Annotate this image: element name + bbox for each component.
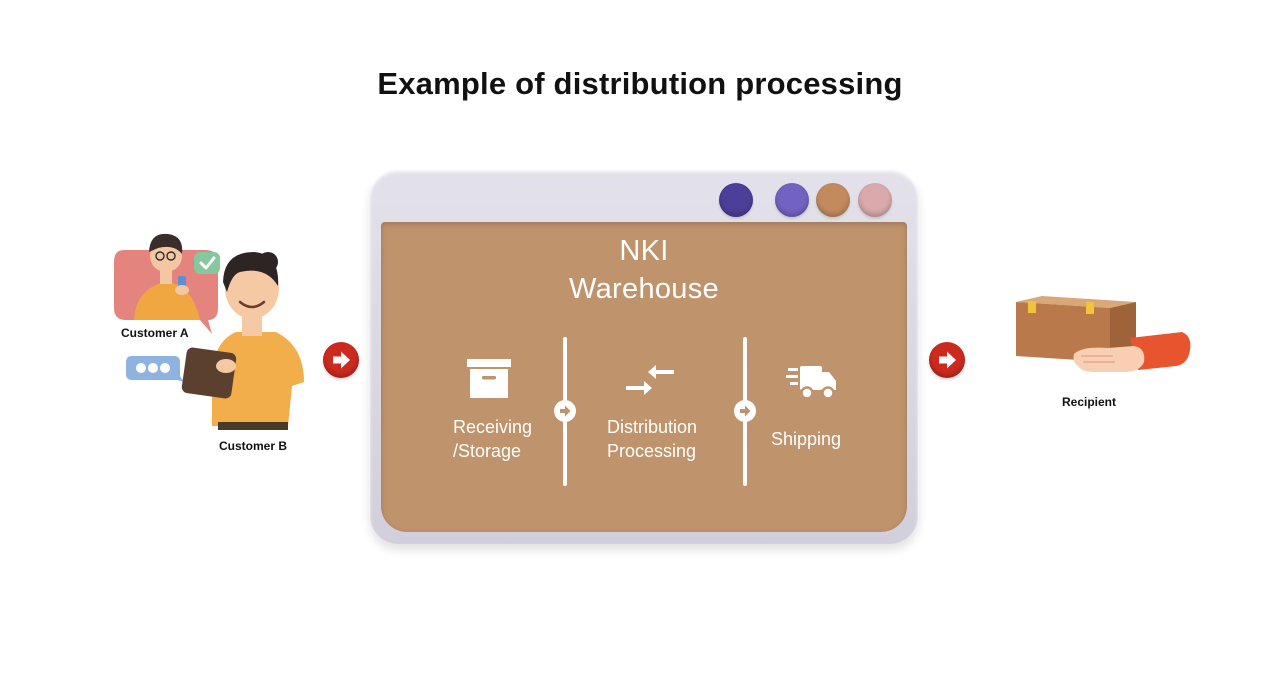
warehouse-title-line2: Warehouse bbox=[569, 273, 719, 305]
receiving-hand-icon bbox=[1073, 332, 1191, 372]
window-dot-1 bbox=[719, 183, 753, 217]
window-dot-4 bbox=[858, 183, 892, 217]
window-dot-2 bbox=[775, 183, 809, 217]
warehouse-title-line1: NKI bbox=[619, 235, 669, 267]
step-receiving-line2: /Storage bbox=[453, 441, 522, 461]
flow-arrow-left-icon bbox=[323, 342, 359, 378]
warehouse-title: NKI Warehouse bbox=[381, 232, 907, 308]
delivery-truck-icon bbox=[786, 366, 836, 400]
step-receiving-label: Receiving /Storage bbox=[453, 415, 532, 463]
page-title: Example of distribution processing bbox=[377, 66, 903, 101]
step-distribution-label: Distribution Processing bbox=[607, 415, 697, 463]
warehouse-screen: NKI Warehouse Receiving /Storage Distrib… bbox=[381, 222, 907, 532]
customers-illustration bbox=[114, 233, 304, 430]
converging-arrows-icon bbox=[626, 365, 674, 395]
customer-a-label: Customer A bbox=[121, 326, 189, 340]
check-badge-icon bbox=[194, 252, 220, 274]
warehouse-window: NKI Warehouse Receiving /Storage Distrib… bbox=[370, 170, 918, 544]
step-shipping-label: Shipping bbox=[771, 429, 842, 449]
archive-box-icon bbox=[467, 359, 511, 398]
step-receiving-line1: Receiving bbox=[453, 417, 533, 437]
typing-bubble-icon bbox=[126, 356, 184, 382]
step-distribution-line2: Processing bbox=[607, 441, 697, 461]
customer-b-label: Customer B bbox=[219, 439, 288, 453]
step-distribution-line1: Distribution bbox=[607, 417, 698, 437]
flow-arrow-right-icon bbox=[929, 342, 965, 378]
window-dot-3 bbox=[816, 183, 850, 217]
customer-b-figure bbox=[181, 252, 304, 430]
step-arrow-2-icon bbox=[734, 400, 756, 422]
step-arrow-1-icon bbox=[554, 400, 576, 422]
recipient-label: Recipient bbox=[1062, 395, 1117, 409]
recipient-illustration bbox=[1016, 296, 1191, 372]
cardboard-box-icon bbox=[1016, 296, 1136, 362]
customer-a-figure bbox=[134, 233, 200, 320]
